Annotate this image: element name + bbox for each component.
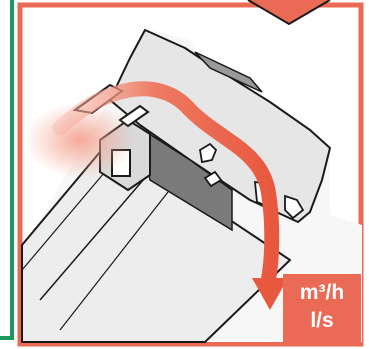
unit-flow-rate: l/s bbox=[283, 307, 361, 335]
unit-volume-flow: m³/h bbox=[283, 279, 361, 307]
flow-unit-badge: m³/h l/s bbox=[283, 274, 361, 342]
left-panel-border bbox=[0, 0, 12, 338]
